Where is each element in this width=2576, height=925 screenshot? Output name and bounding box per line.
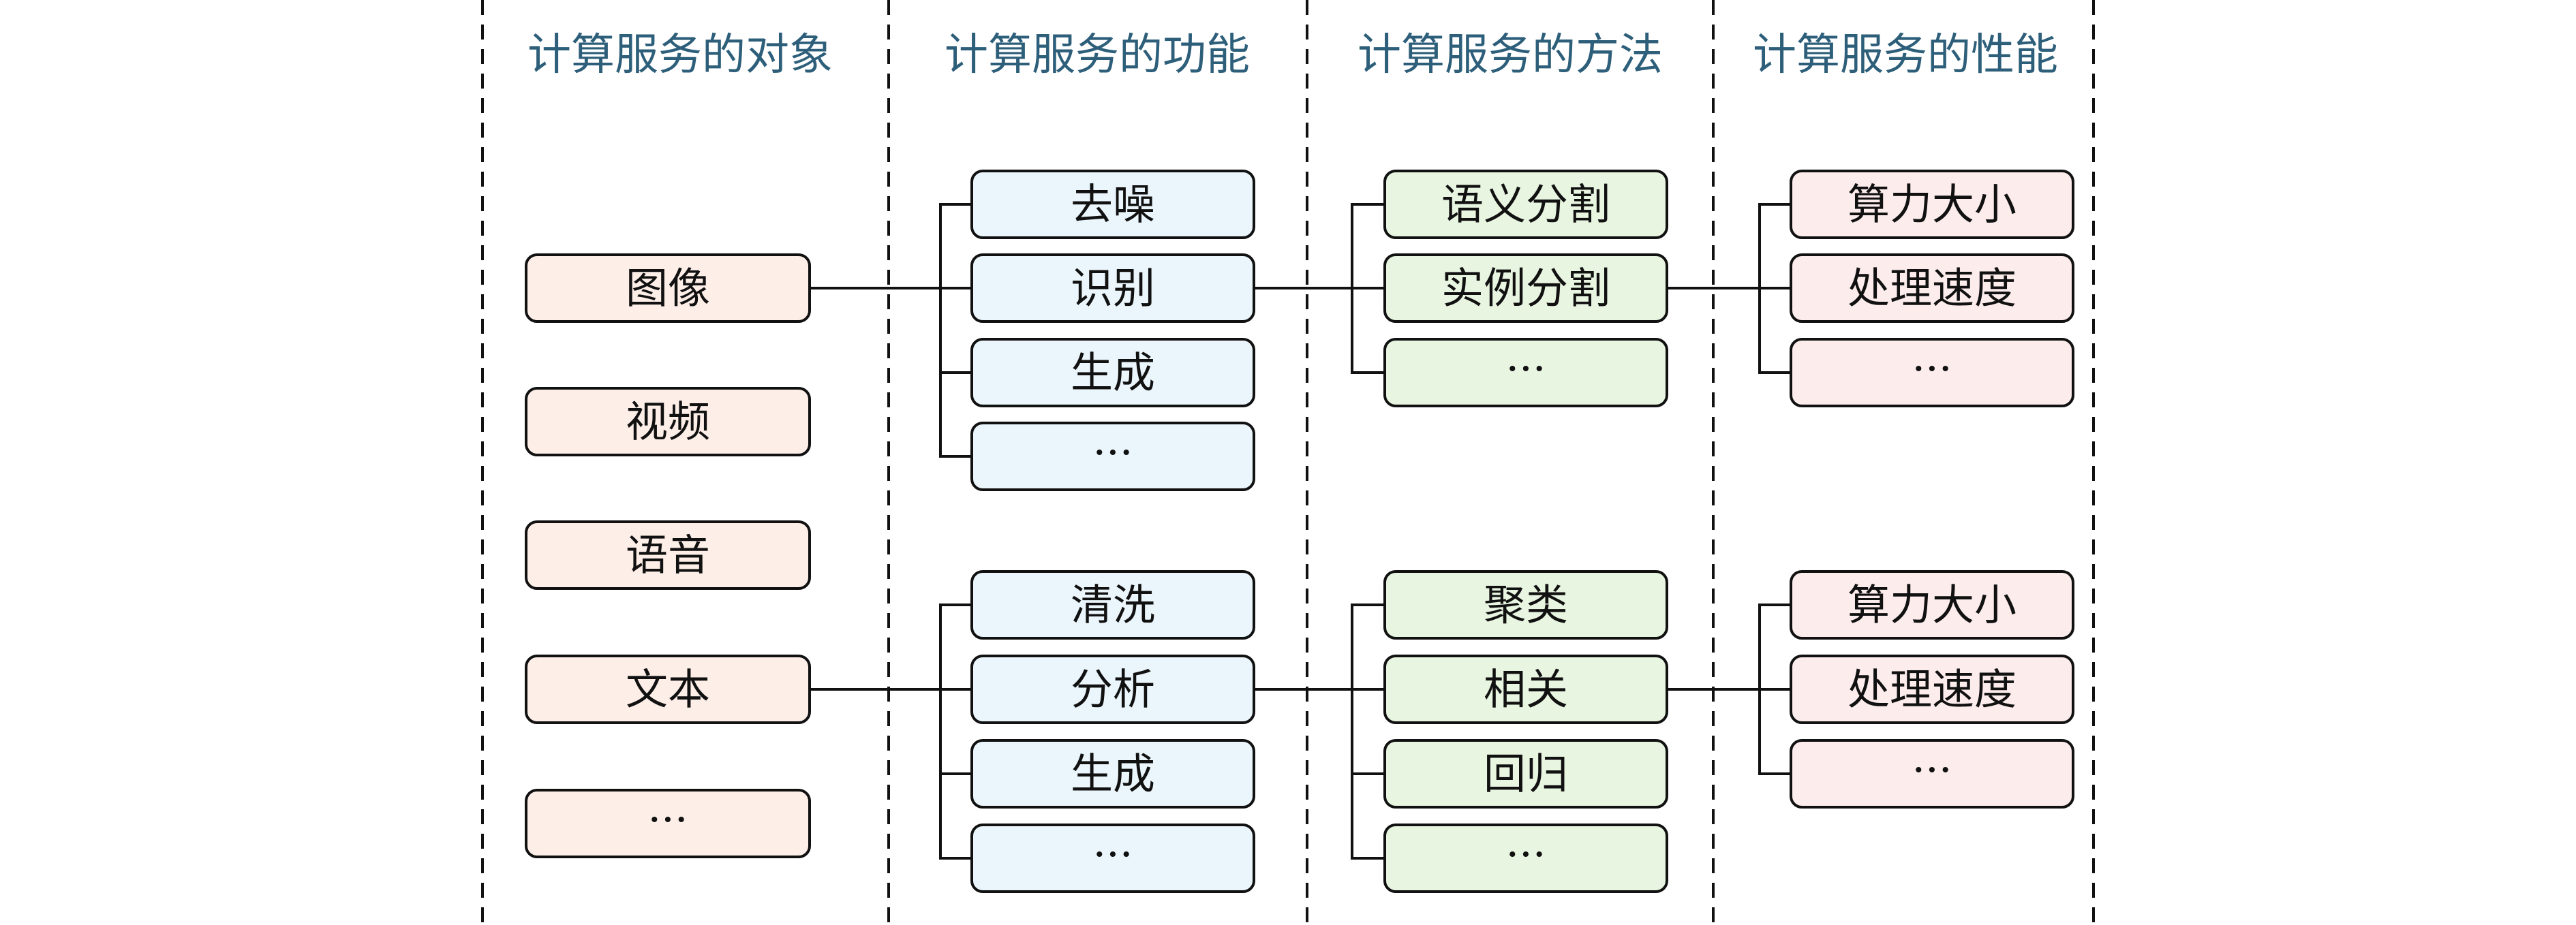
performance-node-more: ··· (1790, 338, 2074, 407)
function-nodes-group-2: 清洗 分析 生成 ··· (970, 570, 1255, 893)
header-functions: 计算服务的功能 (945, 30, 1250, 80)
function-nodes-group-1: 去噪 识别 生成 ··· (970, 170, 1255, 491)
header-methods: 计算服务的方法 (1358, 30, 1663, 80)
function-node-more: ··· (970, 422, 1255, 491)
object-node-image: 图像 (525, 253, 811, 323)
function-label: 分析 (1071, 665, 1155, 715)
method-label: 回归 (1484, 749, 1568, 799)
function-node-analyze: 分析 (970, 655, 1255, 724)
bracket-functions-1 (939, 203, 972, 458)
method-label: ··· (1505, 344, 1546, 394)
object-node-video: 视频 (525, 387, 811, 456)
object-label: 文本 (626, 665, 710, 715)
method-label: 实例分割 (1441, 264, 1610, 313)
performance-label: ··· (1912, 344, 1952, 394)
object-node-text: 文本 (525, 655, 811, 724)
method-label: 语义分割 (1441, 180, 1610, 230)
column-dividers (481, 0, 2095, 925)
performance-label: 处理速度 (1847, 264, 2017, 313)
performance-label: 算力大小 (1847, 580, 2017, 630)
method-label: 聚类 (1484, 580, 1568, 630)
function-node-denoise: 去噪 (970, 170, 1255, 239)
function-label: 生成 (1071, 749, 1155, 799)
object-node-speech: 语音 (525, 520, 811, 590)
performance-nodes-group-2: 算力大小 处理速度 ··· (1790, 570, 2074, 809)
function-label: 生成 (1071, 348, 1155, 398)
method-node-semantic-segmentation: 语义分割 (1383, 170, 1668, 239)
performance-node-processing-speed: 处理速度 (1790, 253, 2074, 323)
method-node-correlation: 相关 (1383, 655, 1668, 724)
connectors (810, 203, 1791, 860)
method-node-regression: 回归 (1383, 739, 1668, 809)
performance-label: ··· (1912, 745, 1952, 795)
object-label: 视频 (626, 397, 710, 447)
method-nodes-group-1: 语义分割 实例分割 ··· (1383, 170, 1668, 407)
object-nodes: 图像 视频 语音 文本 ··· (525, 253, 811, 858)
method-node-instance-segmentation: 实例分割 (1383, 253, 1668, 323)
object-label: 图像 (626, 264, 710, 313)
method-node-more: ··· (1383, 338, 1668, 407)
bracket-methods-2 (1351, 603, 1385, 860)
method-node-more: ··· (1383, 824, 1668, 893)
function-node-clean: 清洗 (970, 570, 1255, 640)
column-headers: 计算服务的对象 计算服务的功能 计算服务的方法 计算服务的性能 (527, 30, 2058, 80)
function-label: 识别 (1071, 264, 1155, 313)
object-node-more: ··· (525, 789, 811, 858)
performance-node-compute-power: 算力大小 (1790, 170, 2074, 239)
header-performance: 计算服务的性能 (1753, 30, 2058, 80)
method-node-clustering: 聚类 (1383, 570, 1668, 640)
bracket-functions-2 (939, 603, 972, 860)
performance-nodes-group-1: 算力大小 处理速度 ··· (1790, 170, 2074, 407)
function-label: ··· (1092, 830, 1133, 879)
function-label: ··· (1092, 428, 1133, 477)
object-label: ··· (647, 795, 688, 845)
method-label: 相关 (1484, 665, 1568, 715)
performance-node-compute-power: 算力大小 (1790, 570, 2074, 640)
function-node-generate: 生成 (970, 338, 1255, 407)
method-label: ··· (1505, 830, 1546, 879)
performance-node-processing-speed: 处理速度 (1790, 655, 2074, 724)
method-nodes-group-2: 聚类 相关 回归 ··· (1383, 570, 1668, 893)
performance-label: 处理速度 (1847, 665, 2017, 715)
function-node-more: ··· (970, 824, 1255, 893)
header-objects: 计算服务的对象 (527, 30, 833, 80)
function-node-recognize: 识别 (970, 253, 1255, 323)
function-node-generate: 生成 (970, 739, 1255, 809)
performance-label: 算力大小 (1847, 180, 2017, 230)
performance-node-more: ··· (1790, 739, 2074, 809)
function-label: 去噪 (1071, 180, 1155, 230)
function-label: 清洗 (1071, 580, 1155, 630)
object-label: 语音 (626, 531, 710, 580)
